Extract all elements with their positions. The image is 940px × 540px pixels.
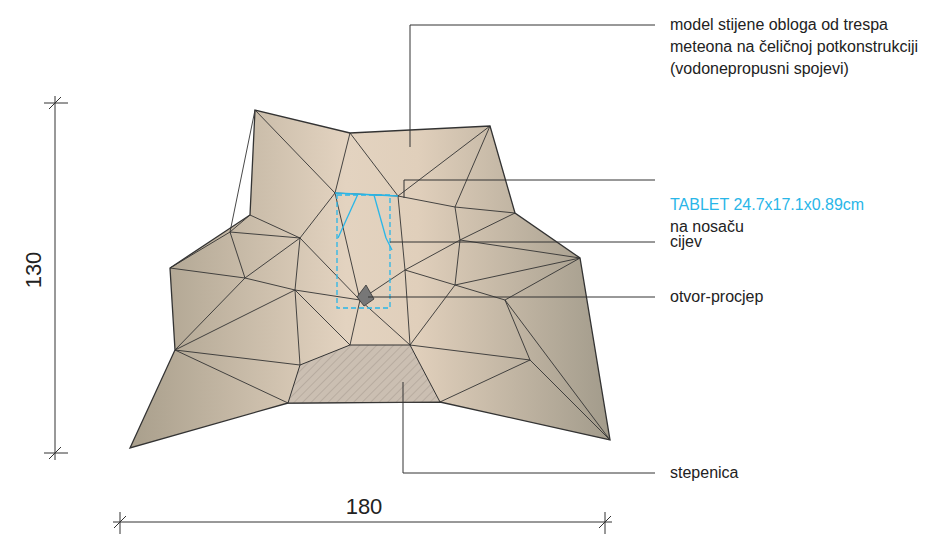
facet-line: [175, 290, 295, 350]
facet-line: [255, 110, 335, 193]
mount-label: na nosaču: [670, 216, 932, 238]
rock-outline: [130, 110, 610, 448]
facet-line: [350, 300, 360, 345]
step-hatch: [288, 345, 440, 403]
material-note: model stijene obloga od trespa meteona n…: [670, 14, 932, 80]
facet-line: [440, 360, 530, 402]
dimension-height: 130: [19, 252, 49, 289]
tablet-outline: [335, 193, 398, 308]
facet-line: [335, 193, 360, 300]
facet-line: [170, 268, 245, 278]
facet-lines: [170, 110, 610, 440]
facet-line: [360, 300, 410, 345]
facet-line: [300, 238, 360, 300]
facet-line: [530, 360, 610, 440]
facet-line: [398, 196, 455, 207]
facet-line: [460, 240, 580, 258]
slot-label: otvor-procjep: [670, 286, 932, 308]
facet-line: [460, 213, 515, 240]
facet-line: [455, 285, 505, 300]
facet-line: [455, 207, 460, 240]
step-label: stepenica: [670, 462, 932, 484]
facet-line: [295, 290, 360, 300]
facet-line: [455, 207, 515, 213]
facet-line: [350, 133, 398, 196]
facet-line: [398, 126, 490, 196]
facet-line: [175, 350, 300, 365]
facet-line: [405, 240, 460, 270]
pipe-label: cijev: [670, 231, 932, 253]
facet-line: [175, 350, 288, 403]
facet-line: [230, 110, 255, 232]
facet-line: [175, 278, 245, 350]
facet-line: [245, 278, 295, 290]
facet-line: [405, 270, 455, 285]
facet-line: [230, 232, 300, 238]
dimension-width: 180: [346, 492, 383, 522]
facet-line: [300, 193, 335, 238]
slot-opening: [357, 285, 374, 306]
facet-line: [295, 290, 350, 345]
facet-line: [230, 232, 245, 278]
facet-line: [505, 258, 580, 300]
facet-line: [170, 232, 230, 268]
facet-line: [398, 196, 405, 270]
dimension-lines: [44, 96, 612, 534]
facet-line: [505, 300, 530, 360]
facet-line: [455, 258, 580, 285]
facet-line: [505, 300, 610, 440]
tablet-label: TABLET 24.7x17.1x0.89cm: [670, 194, 932, 216]
facet-line: [245, 238, 300, 278]
facet-line: [335, 133, 350, 193]
facet-line: [410, 345, 530, 360]
facet-line: [405, 270, 410, 345]
facet-line: [410, 285, 455, 345]
facet-line: [455, 240, 460, 285]
facet-line: [295, 290, 300, 365]
facet-line: [455, 126, 490, 207]
facet-line: [295, 238, 300, 290]
leader-lines: [368, 25, 655, 473]
